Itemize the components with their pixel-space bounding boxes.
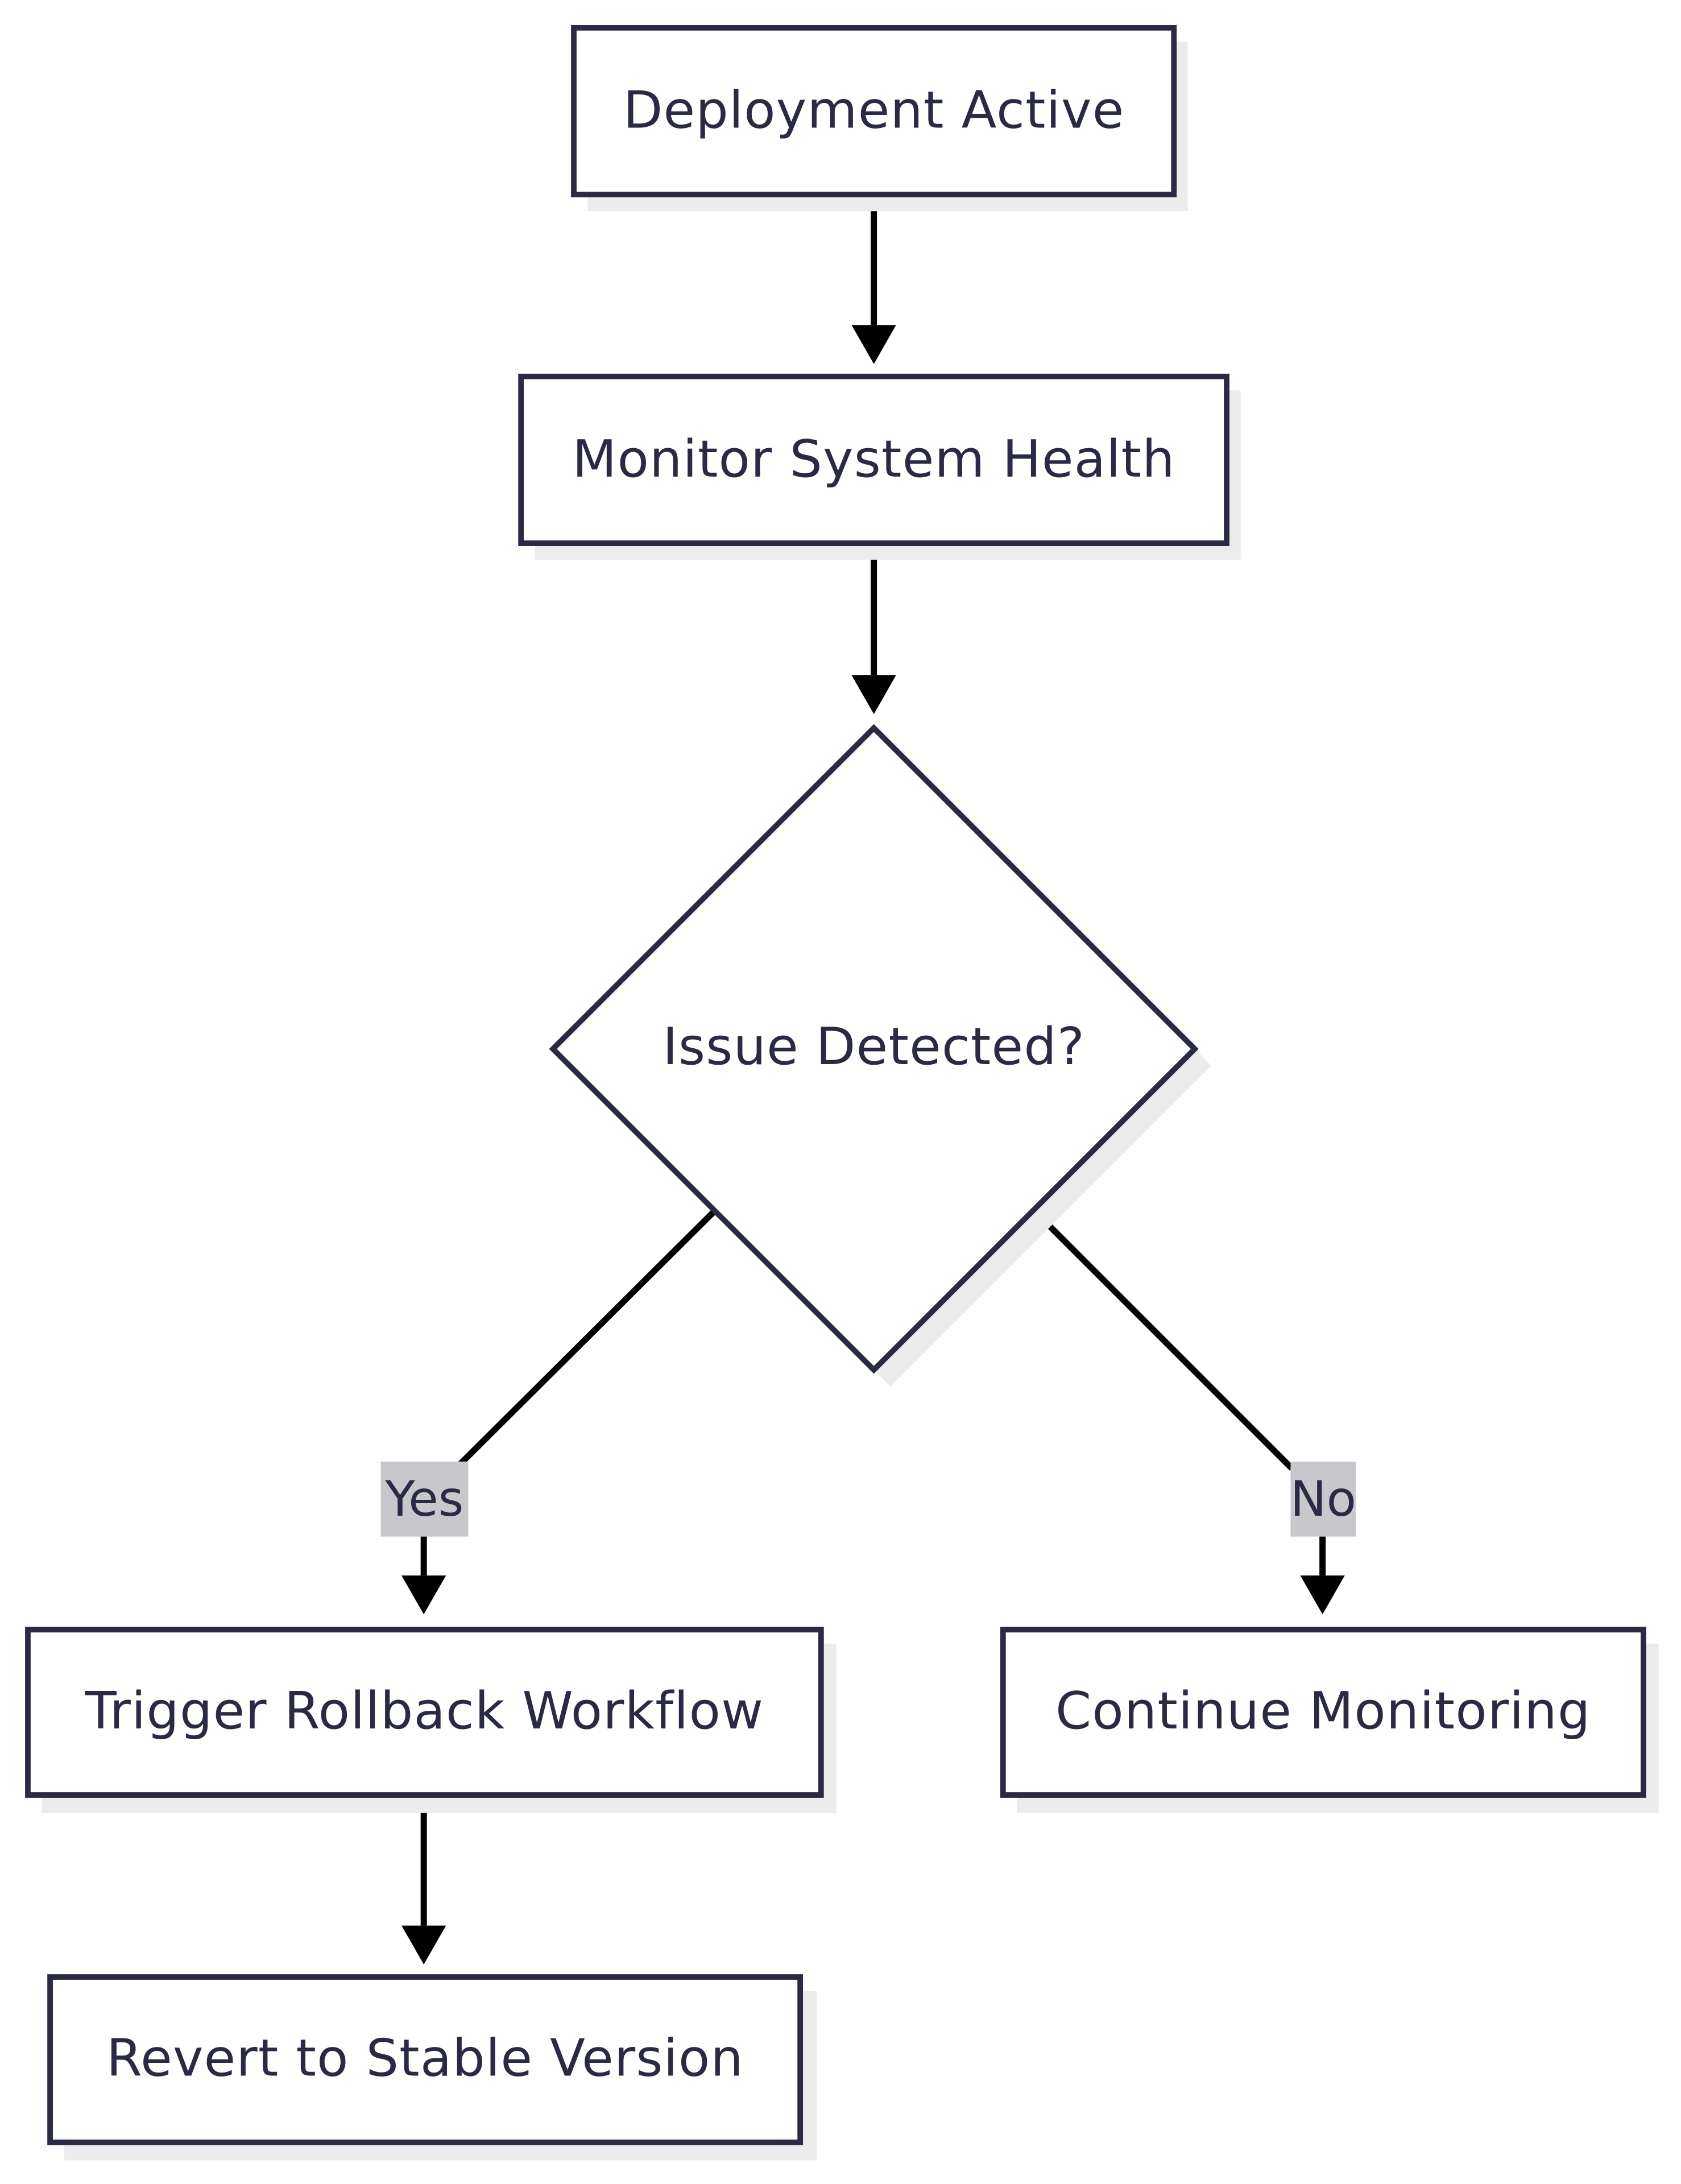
- node-deployment-active[interactable]: Deployment Active: [571, 24, 1188, 212]
- edges: [401, 194, 1345, 1965]
- edge-label-yes-text: Yes: [384, 1471, 463, 1528]
- node-monitor-system-health[interactable]: Monitor System Health: [518, 374, 1241, 560]
- edge-label-no: No: [1290, 1461, 1356, 1537]
- node-monitor-system-health-label: Monitor System Health: [572, 429, 1175, 489]
- node-trigger-rollback-label: Trigger Rollback Workflow: [85, 1681, 764, 1741]
- node-continue-monitoring[interactable]: Continue Monitoring: [1000, 1627, 1659, 1813]
- node-revert-stable[interactable]: Revert to Stable Version: [47, 1974, 817, 2161]
- edge-deployment-to-monitor: [851, 194, 896, 364]
- edge-decision-no: [1033, 1209, 1345, 1615]
- node-deployment-active-label: Deployment Active: [623, 81, 1125, 140]
- node-issue-detected[interactable]: Issue Detected?: [549, 724, 1212, 1387]
- node-revert-stable-label: Revert to Stable Version: [106, 2028, 744, 2088]
- node-issue-detected-label: Issue Detected?: [663, 1017, 1085, 1077]
- edge-label-yes: Yes: [380, 1461, 469, 1537]
- edge-monitor-to-decision: [851, 543, 896, 714]
- node-trigger-rollback[interactable]: Trigger Rollback Workflow: [25, 1627, 837, 1813]
- edge-decision-yes: [401, 1209, 717, 1615]
- node-continue-monitoring-label: Continue Monitoring: [1055, 1681, 1591, 1741]
- edge-label-no-text: No: [1290, 1471, 1356, 1528]
- edge-rollback-to-revert: [401, 1795, 446, 1965]
